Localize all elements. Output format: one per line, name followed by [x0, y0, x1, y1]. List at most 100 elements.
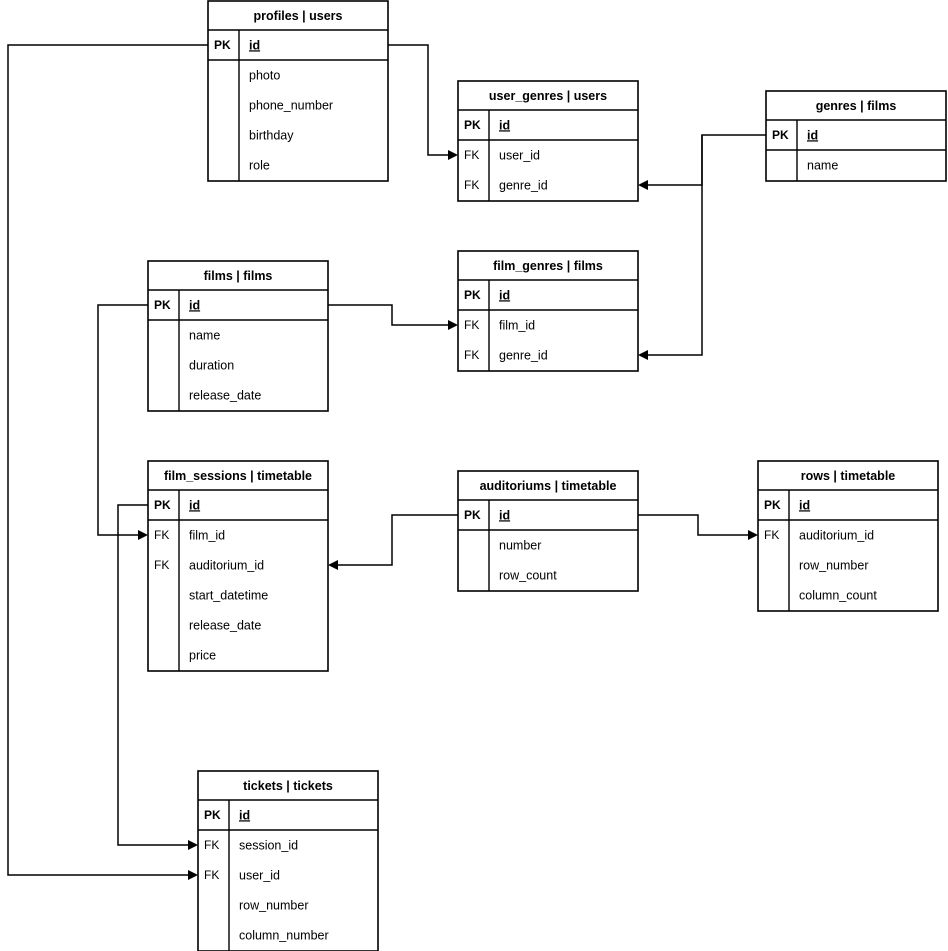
attribute-name: film_id	[499, 318, 535, 332]
attribute-row[interactable]: FK film_id	[464, 318, 535, 332]
attribute-row[interactable]: photo	[249, 68, 280, 82]
attribute-name: photo	[249, 68, 280, 82]
entity-box	[197, 770, 379, 951]
attribute-name: number	[499, 538, 541, 552]
attribute-name: user_id	[499, 148, 540, 162]
attribute-row[interactable]: FK session_id	[204, 838, 298, 852]
attribute-row[interactable]: birthday	[249, 128, 294, 142]
attribute-row[interactable]: row_number	[239, 898, 308, 912]
entity-title: films | films	[204, 269, 273, 283]
relationship-line	[644, 134, 766, 186]
attribute-row[interactable]: number	[499, 538, 541, 552]
attribute-name: name	[189, 328, 220, 342]
foreign-key-label: FK	[204, 868, 219, 882]
attribute-name: session_id	[239, 838, 298, 852]
attribute-name: id	[239, 808, 250, 822]
attribute-row[interactable]: duration	[189, 358, 234, 372]
attribute-row[interactable]: FK genre_id	[464, 178, 548, 192]
relationship-line	[388, 44, 452, 156]
attribute-row[interactable]: FK user_id	[204, 868, 280, 882]
attribute-row[interactable]: price	[189, 648, 216, 662]
primary-key-label: PK	[204, 808, 221, 822]
relationship-genres-id-to-film-genres-genre-id	[638, 135, 703, 360]
entity-box	[457, 470, 639, 592]
foreign-key-label: FK	[464, 178, 479, 192]
primary-key-label: PK	[464, 508, 481, 522]
attribute-row[interactable]: phone_number	[249, 98, 333, 112]
relationship-line	[638, 514, 752, 536]
attribute-name: genre_id	[499, 348, 548, 362]
attribute-row[interactable]: column_number	[239, 928, 329, 942]
entity-box	[765, 90, 947, 182]
foreign-key-label: FK	[154, 558, 169, 572]
attribute-row[interactable]: role	[249, 158, 270, 172]
attribute-row[interactable]: row_count	[499, 568, 557, 582]
attribute-row[interactable]: release_date	[189, 388, 261, 402]
attribute-row[interactable]: row_number	[799, 558, 868, 572]
attribute-row[interactable]: name	[807, 158, 838, 172]
relationship-arrowhead	[448, 320, 458, 330]
relationship-film-sessions-id-to-tickets-session-id	[117, 504, 198, 850]
attribute-name: id	[807, 128, 818, 142]
attribute-row[interactable]: PK id	[464, 118, 510, 132]
attribute-name: auditorium_id	[799, 528, 874, 542]
relationship-profiles-id-to-user-genres-user-id	[388, 44, 458, 160]
attribute-row[interactable]: release_date	[189, 618, 261, 632]
attribute-row[interactable]: name	[189, 328, 220, 342]
attribute-name: genre_id	[499, 178, 548, 192]
relationship-arrowhead	[188, 840, 198, 850]
primary-key-label: PK	[772, 128, 789, 142]
primary-key-label: PK	[464, 118, 481, 132]
attribute-name: id	[499, 118, 510, 132]
relationship-arrowhead	[328, 560, 338, 570]
foreign-key-label: FK	[464, 318, 479, 332]
primary-key-label: PK	[464, 288, 481, 302]
attribute-row[interactable]: column_count	[799, 588, 877, 602]
relationship-arrowhead	[448, 150, 458, 160]
entity-title: auditoriums | timetable	[480, 479, 617, 493]
relationship-films-id-to-film-sessions-film-id	[97, 304, 148, 540]
entity-box	[457, 80, 639, 202]
attribute-name: release_date	[189, 618, 261, 632]
primary-key-label: PK	[154, 298, 171, 312]
primary-key-label: PK	[154, 498, 171, 512]
relationship-line	[97, 304, 148, 536]
primary-key-label: PK	[214, 38, 231, 52]
attribute-name: row_number	[799, 558, 868, 572]
attribute-name: user_id	[239, 868, 280, 882]
attribute-name: id	[799, 498, 810, 512]
attribute-name: column_count	[799, 588, 877, 602]
foreign-key-label: FK	[204, 838, 219, 852]
attribute-name: id	[189, 498, 200, 512]
attribute-row[interactable]: PK id	[772, 128, 818, 142]
relationship-arrowhead	[638, 350, 648, 360]
attribute-name: column_number	[239, 928, 329, 942]
entity-title: film_genres | films	[493, 259, 603, 273]
attribute-row[interactable]: PK id	[154, 498, 200, 512]
attribute-name: duration	[189, 358, 234, 372]
attribute-row[interactable]: start_datetime	[189, 588, 268, 602]
entity-box	[457, 250, 639, 372]
attribute-row[interactable]: PK id	[204, 808, 250, 822]
